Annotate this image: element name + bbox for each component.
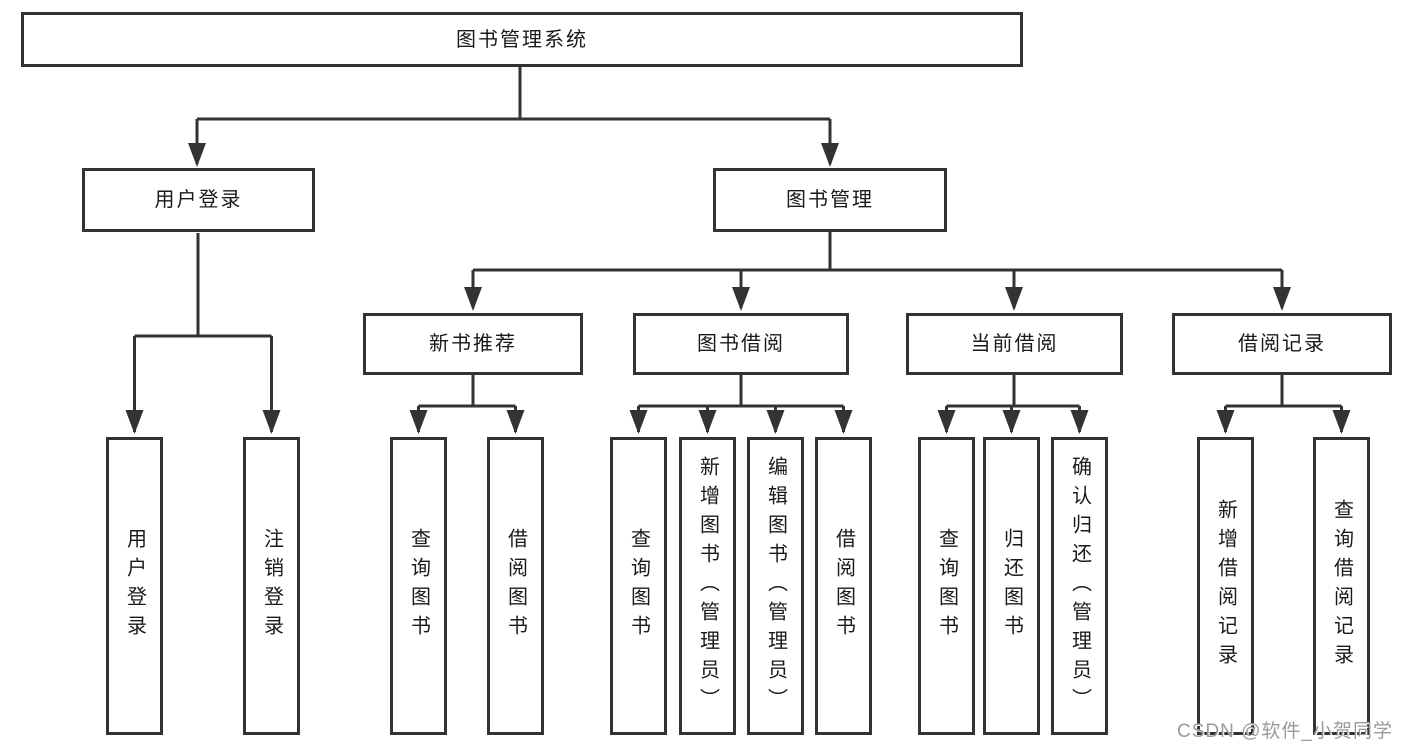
leaf-label: 查询图书 xyxy=(627,528,650,644)
leaf-label: 注销登录 xyxy=(260,528,283,644)
leaf-bb-borrow-books: 借阅图书 xyxy=(815,437,872,735)
leaf-cb-query-books: 查询图书 xyxy=(918,437,975,735)
leaf-label: 查询图书 xyxy=(935,528,958,644)
leaf-label: 新增借阅记录 xyxy=(1214,499,1237,673)
leaf-bb-query-books: 查询图书 xyxy=(610,437,667,735)
node-book-borrowing: 图书借阅 xyxy=(633,313,849,375)
node-label: 图书管理系统 xyxy=(456,28,588,51)
leaf-logout: 注销登录 xyxy=(243,437,300,735)
leaf-label: 借阅图书 xyxy=(832,528,855,644)
node-library-system: 图书管理系统 xyxy=(21,12,1023,67)
leaf-label: 借阅图书 xyxy=(504,528,527,644)
leaf-label: 查询图书 xyxy=(407,528,430,644)
connector-strokes xyxy=(133,67,1343,432)
node-label: 用户登录 xyxy=(154,189,243,211)
node-new-book-recommendation: 新书推荐 xyxy=(363,313,583,375)
leaf-nbr-borrow-books: 借阅图书 xyxy=(487,437,544,735)
watermark-csdn: CSDN @软件_小贺同学 xyxy=(1177,721,1393,742)
leaf-br-add-record: 新增借阅记录 xyxy=(1197,437,1254,735)
leaf-label: 编辑图书（管理员） xyxy=(764,455,787,717)
node-label: 图书管理 xyxy=(786,189,874,211)
leaf-nbr-query-books: 查询图书 xyxy=(390,437,447,735)
node-label: 新书推荐 xyxy=(429,333,517,355)
leaf-label: 用户登录 xyxy=(123,528,146,644)
leaf-cb-confirm-return-admin: 确认归还（管理员） xyxy=(1051,437,1108,735)
node-label: 借阅记录 xyxy=(1238,333,1326,355)
leaf-bb-edit-book-admin: 编辑图书（管理员） xyxy=(747,437,804,735)
leaf-label: 归还图书 xyxy=(1000,528,1023,644)
node-label: 图书借阅 xyxy=(697,333,785,355)
node-current-borrowing: 当前借阅 xyxy=(906,313,1123,375)
node-label: 当前借阅 xyxy=(970,333,1059,355)
leaf-cb-return-books: 归还图书 xyxy=(983,437,1040,735)
leaf-label: 确认归还（管理员） xyxy=(1068,455,1091,717)
node-user-login: 用户登录 xyxy=(82,168,315,232)
leaf-label: 查询借阅记录 xyxy=(1330,499,1353,673)
node-book-management: 图书管理 xyxy=(713,168,947,232)
leaf-br-query-record: 查询借阅记录 xyxy=(1313,437,1370,735)
leaf-user-login: 用户登录 xyxy=(106,437,163,735)
leaf-bb-add-book-admin: 新增图书（管理员） xyxy=(679,437,736,735)
leaf-label: 新增图书（管理员） xyxy=(696,455,719,717)
node-borrowing-records: 借阅记录 xyxy=(1172,313,1392,375)
